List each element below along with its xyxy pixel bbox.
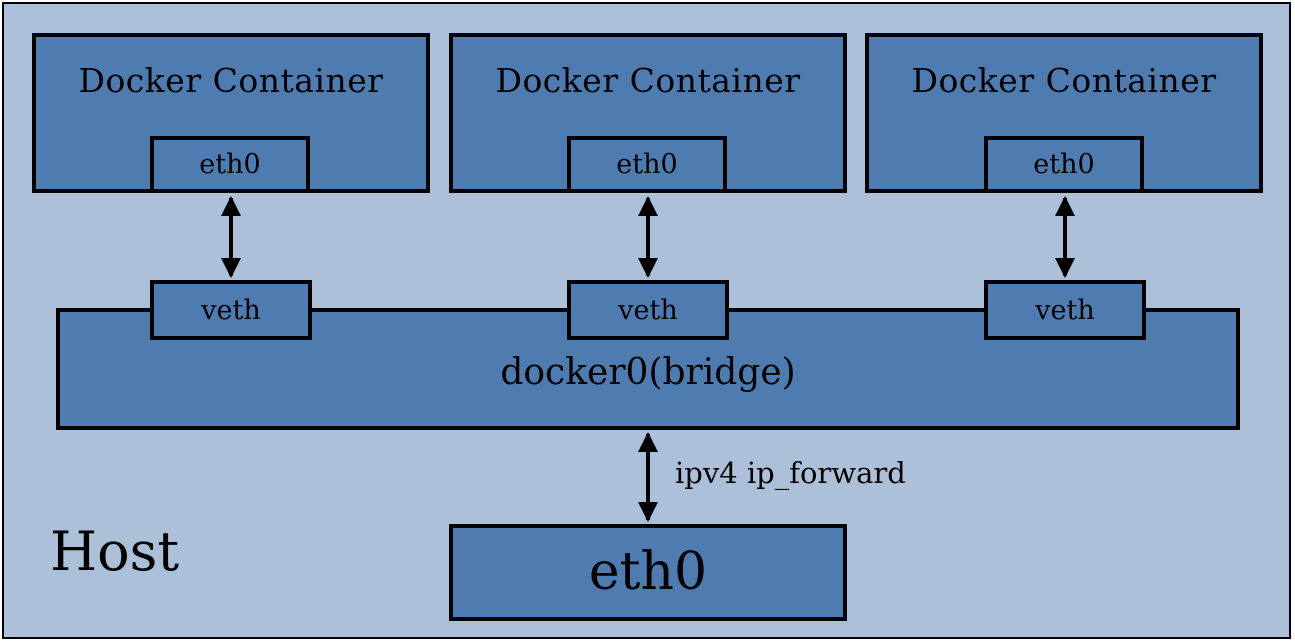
veth-2: veth — [567, 280, 729, 340]
host-eth0-label: eth0 — [588, 542, 708, 602]
container-title: Docker Container — [495, 61, 801, 100]
container-eth0-2: eth0 — [567, 136, 727, 193]
host-label: Host — [50, 520, 180, 583]
container-eth0-1: eth0 — [150, 136, 310, 193]
veth-1: veth — [150, 280, 312, 340]
container-eth0-3: eth0 — [984, 136, 1144, 193]
host-eth0-box: eth0 — [449, 524, 847, 621]
container-title: Docker Container — [911, 61, 1217, 100]
veth-3: veth — [984, 280, 1146, 340]
ip-forward-label: ipv4 ip_forward — [675, 456, 906, 490]
bridge-label: docker0(bridge) — [500, 352, 796, 393]
container-title: Docker Container — [78, 61, 384, 100]
